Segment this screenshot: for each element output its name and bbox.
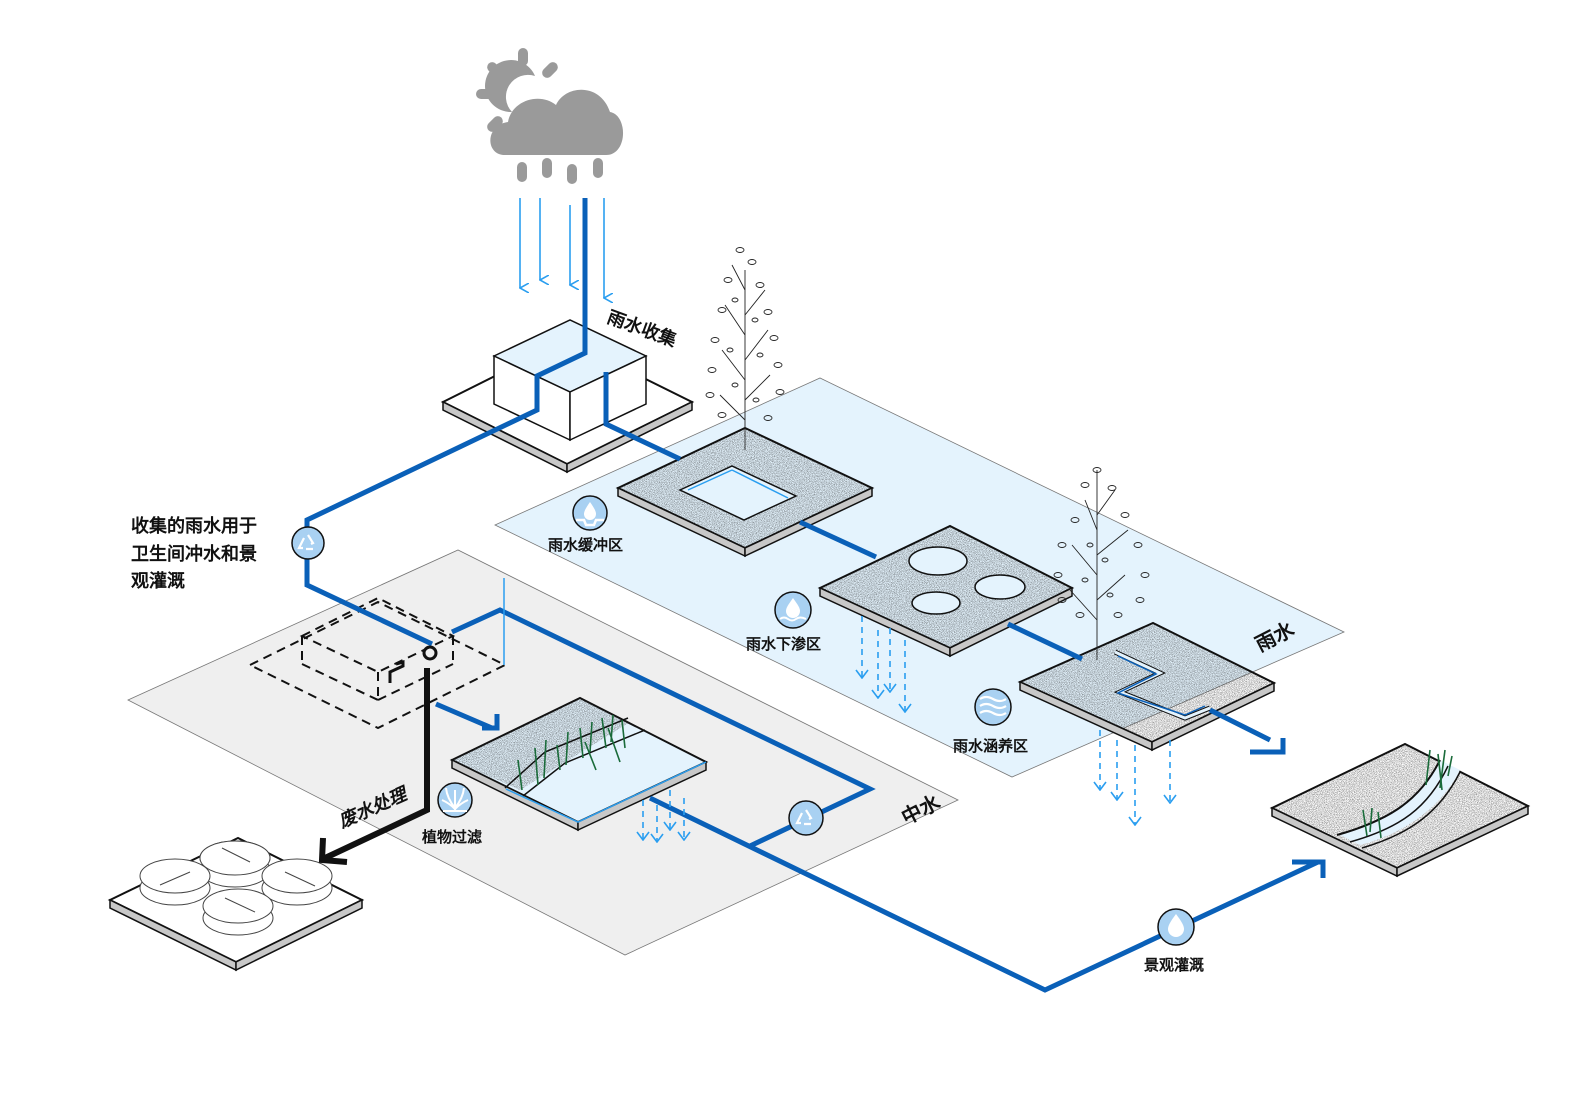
pipe-arrowheads	[482, 714, 1326, 878]
rainfall-arrows	[520, 198, 604, 298]
svg-text:收集的雨水用于: 收集的雨水用于	[131, 515, 257, 537]
recycle-icon	[291, 526, 325, 560]
sun-cloud-rain-icon	[476, 48, 624, 184]
wastewater-treatment-plant	[107, 836, 365, 972]
waves-icon	[974, 688, 1012, 726]
tree-icon	[1053, 467, 1150, 660]
infiltration-pad	[817, 524, 1075, 658]
buffer-zone-label: 雨水缓冲区	[548, 536, 623, 554]
tree-icon	[705, 247, 785, 450]
reuse-note: 收集的雨水用于 卫生间冲水和景 观灌溉	[131, 515, 257, 592]
water-drop-waves-icon	[774, 591, 812, 629]
dashed-building	[247, 596, 508, 730]
svg-text:观灌溉: 观灌溉	[131, 570, 185, 592]
landscape-irrigation-label: 景观灌溉	[1144, 956, 1204, 974]
infiltration-arrows	[643, 616, 1170, 842]
water-drop-icon	[1157, 908, 1195, 946]
infiltration-zone-label: 雨水下渗区	[746, 635, 821, 653]
plant-filtration-pad	[449, 696, 709, 832]
pump-icon	[422, 645, 438, 661]
buffer-zone-pad	[615, 426, 875, 558]
wastewater-pipe	[318, 668, 430, 865]
retention-zone-label: 雨水涵养区	[953, 737, 1028, 755]
plant-filtration-label: 植物过滤	[422, 828, 482, 846]
landscape-swale-pad	[1269, 742, 1531, 878]
plant-icon	[437, 782, 473, 818]
svg-text:卫生间冲水和景: 卫生间冲水和景	[131, 543, 257, 565]
recycle-icon	[788, 800, 824, 836]
faucet-icon	[388, 660, 405, 683]
water-drop-basin-icon	[572, 495, 608, 531]
